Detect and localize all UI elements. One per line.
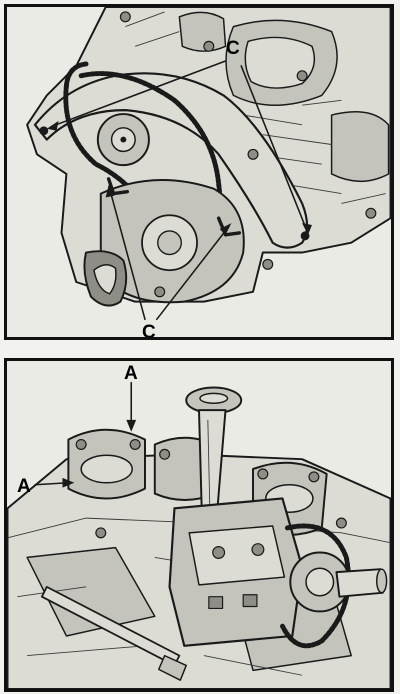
pump-drive-chain — [280, 523, 351, 649]
guide-bolt-left — [39, 126, 49, 136]
drive-shaft — [335, 568, 388, 598]
illustration-timing-chain-guides: C C — [4, 4, 394, 340]
chain-guide-plate — [33, 72, 310, 249]
callout-arrows-a — [34, 381, 137, 488]
callout-label-a-top: A — [124, 363, 138, 384]
timing-chain-guide-drawing — [26, 7, 391, 321]
bolts — [119, 11, 377, 298]
camshaft-sprocket — [96, 113, 150, 167]
callout-label-c-lower: C — [142, 322, 156, 340]
bolts — [75, 438, 347, 539]
guide-bolt-right — [300, 231, 310, 241]
oil-pump-body — [168, 497, 304, 647]
illustration-oil-pump-balancer: A A — [4, 358, 394, 692]
callout-label-c-upper: C — [226, 38, 240, 59]
crankshaft-cover — [83, 178, 245, 307]
callout-arrows-c-upper — [46, 60, 312, 235]
alignment-tool — [40, 585, 187, 681]
oil-pickup-tube — [185, 386, 243, 520]
callout-label-a-left: A — [17, 476, 31, 497]
callout-arrows-c-lower — [105, 184, 232, 321]
oil-pump-assembly-drawing — [7, 381, 391, 689]
